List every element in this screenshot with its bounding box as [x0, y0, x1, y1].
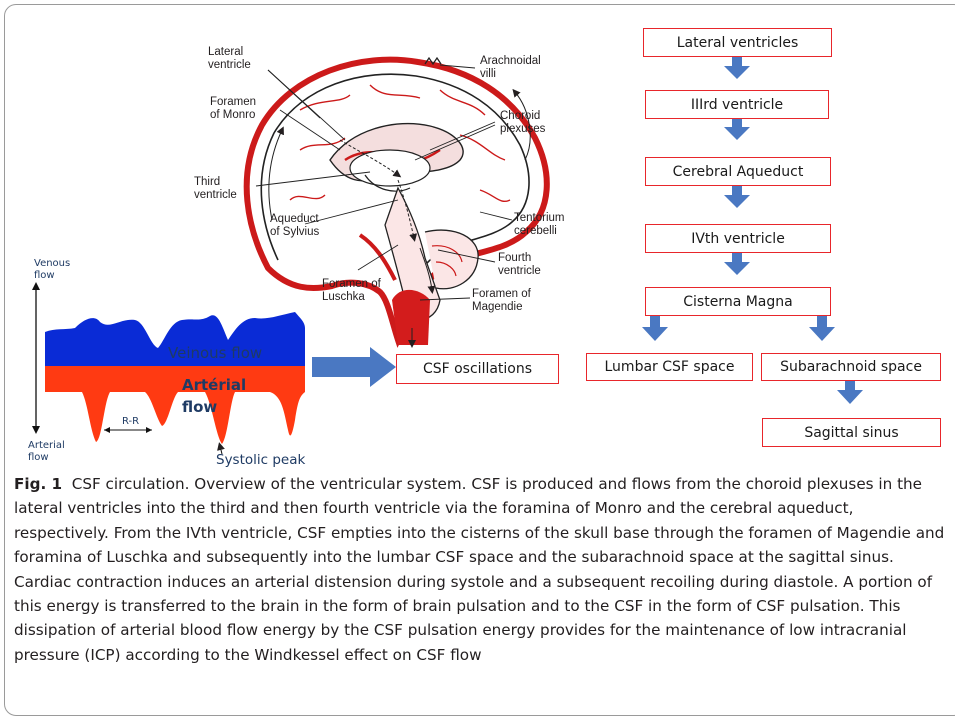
label-veinous-flow: Veinous flow — [168, 344, 263, 362]
label-fourth-ventricle: Fourth ventricle — [498, 252, 541, 277]
box-csf-oscillations: CSF oscillations — [396, 354, 559, 384]
box-third-ventricle: IIIrd ventricle — [645, 90, 829, 119]
label-choroid-plexuses: Choroid plexuses — [500, 110, 546, 135]
label-arterial-flow-2: flow — [182, 398, 218, 416]
box-fourth-ventricle: IVth ventricle — [645, 224, 831, 253]
label-lateral-ventricle: Lateral ventricle — [208, 46, 251, 71]
caption-text: CSF circulation. Overview of the ventric… — [14, 475, 945, 664]
label-arterial-flow-1: Artérial — [182, 376, 247, 394]
box-cisterna-magna: Cisterna Magna — [645, 287, 831, 316]
label-arterial-axis: Arterial flow — [28, 440, 65, 463]
label-foramen-luschka: Foramen of Luschka — [322, 278, 381, 303]
label-venous-axis: Venous flow — [34, 258, 71, 281]
box-subarachnoid-space: Subarachnoid space — [761, 353, 941, 381]
label-foramen-magendie: Foramen of Magendie — [472, 288, 531, 313]
label-third-ventricle: Third ventricle — [194, 176, 237, 201]
box-lateral-ventricles: Lateral ventricles — [643, 28, 832, 57]
label-arachnoidal-villi: Arachnoidal villi — [480, 55, 541, 80]
box-sagittal-sinus: Sagittal sinus — [762, 418, 941, 447]
brain-illustration — [243, 56, 550, 348]
flow-waveform — [32, 282, 305, 455]
figure-caption: Fig. 1 CSF circulation. Overview of the … — [14, 472, 949, 667]
label-rr: R-R — [122, 416, 140, 427]
label-tentorium: Tentorium cerebelli — [514, 212, 565, 237]
box-cerebral-aqueduct: Cerebral Aqueduct — [645, 157, 831, 186]
box-lumbar-space: Lumbar CSF space — [586, 353, 753, 381]
label-systolic-peak: Systolic peak — [216, 452, 306, 468]
caption-label: Fig. 1 — [14, 475, 63, 493]
label-aqueduct-sylvius: Aqueduct of Sylvius — [270, 213, 320, 238]
label-foramen-monro: Foramen of Monro — [210, 96, 257, 121]
figure-frame — [4, 4, 955, 716]
flowchart-arrows — [312, 56, 863, 404]
